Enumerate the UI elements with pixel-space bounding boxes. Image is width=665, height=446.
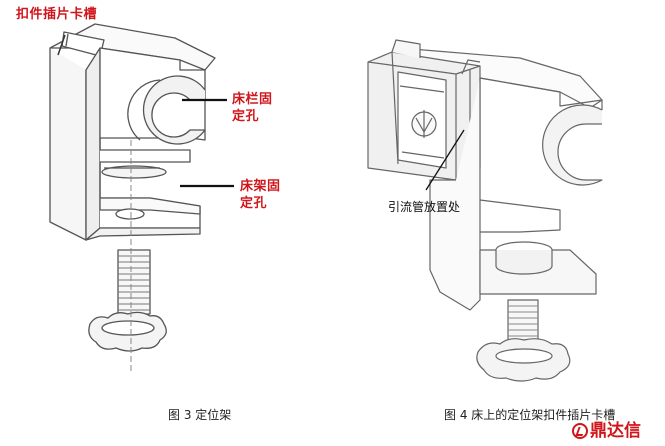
logo-mark-icon [572,423,588,439]
frame-hole-label-line1: 床架固 [240,179,281,194]
watermark-text: 鼎达信 [590,421,641,441]
watermark-logo: 鼎达信 [572,421,641,441]
slot-label: 扣件插片卡槽 [16,7,98,22]
rail-hole-label-line2: 定孔 [232,109,260,124]
frame-hole-label: 床架固 定孔 [240,178,281,212]
figure3-caption: 图 3 定位架 [168,408,232,422]
rail-hole-label: 床栏固 定孔 [232,91,273,125]
figure4-caption: 图 4 床上的定位架扣件插片卡槽 [444,408,616,422]
drain-tube-label: 引流管放置处 [388,200,461,214]
frame-hole-label-line2: 定孔 [240,196,268,211]
rail-hole-label-line1: 床栏固 [232,92,273,107]
